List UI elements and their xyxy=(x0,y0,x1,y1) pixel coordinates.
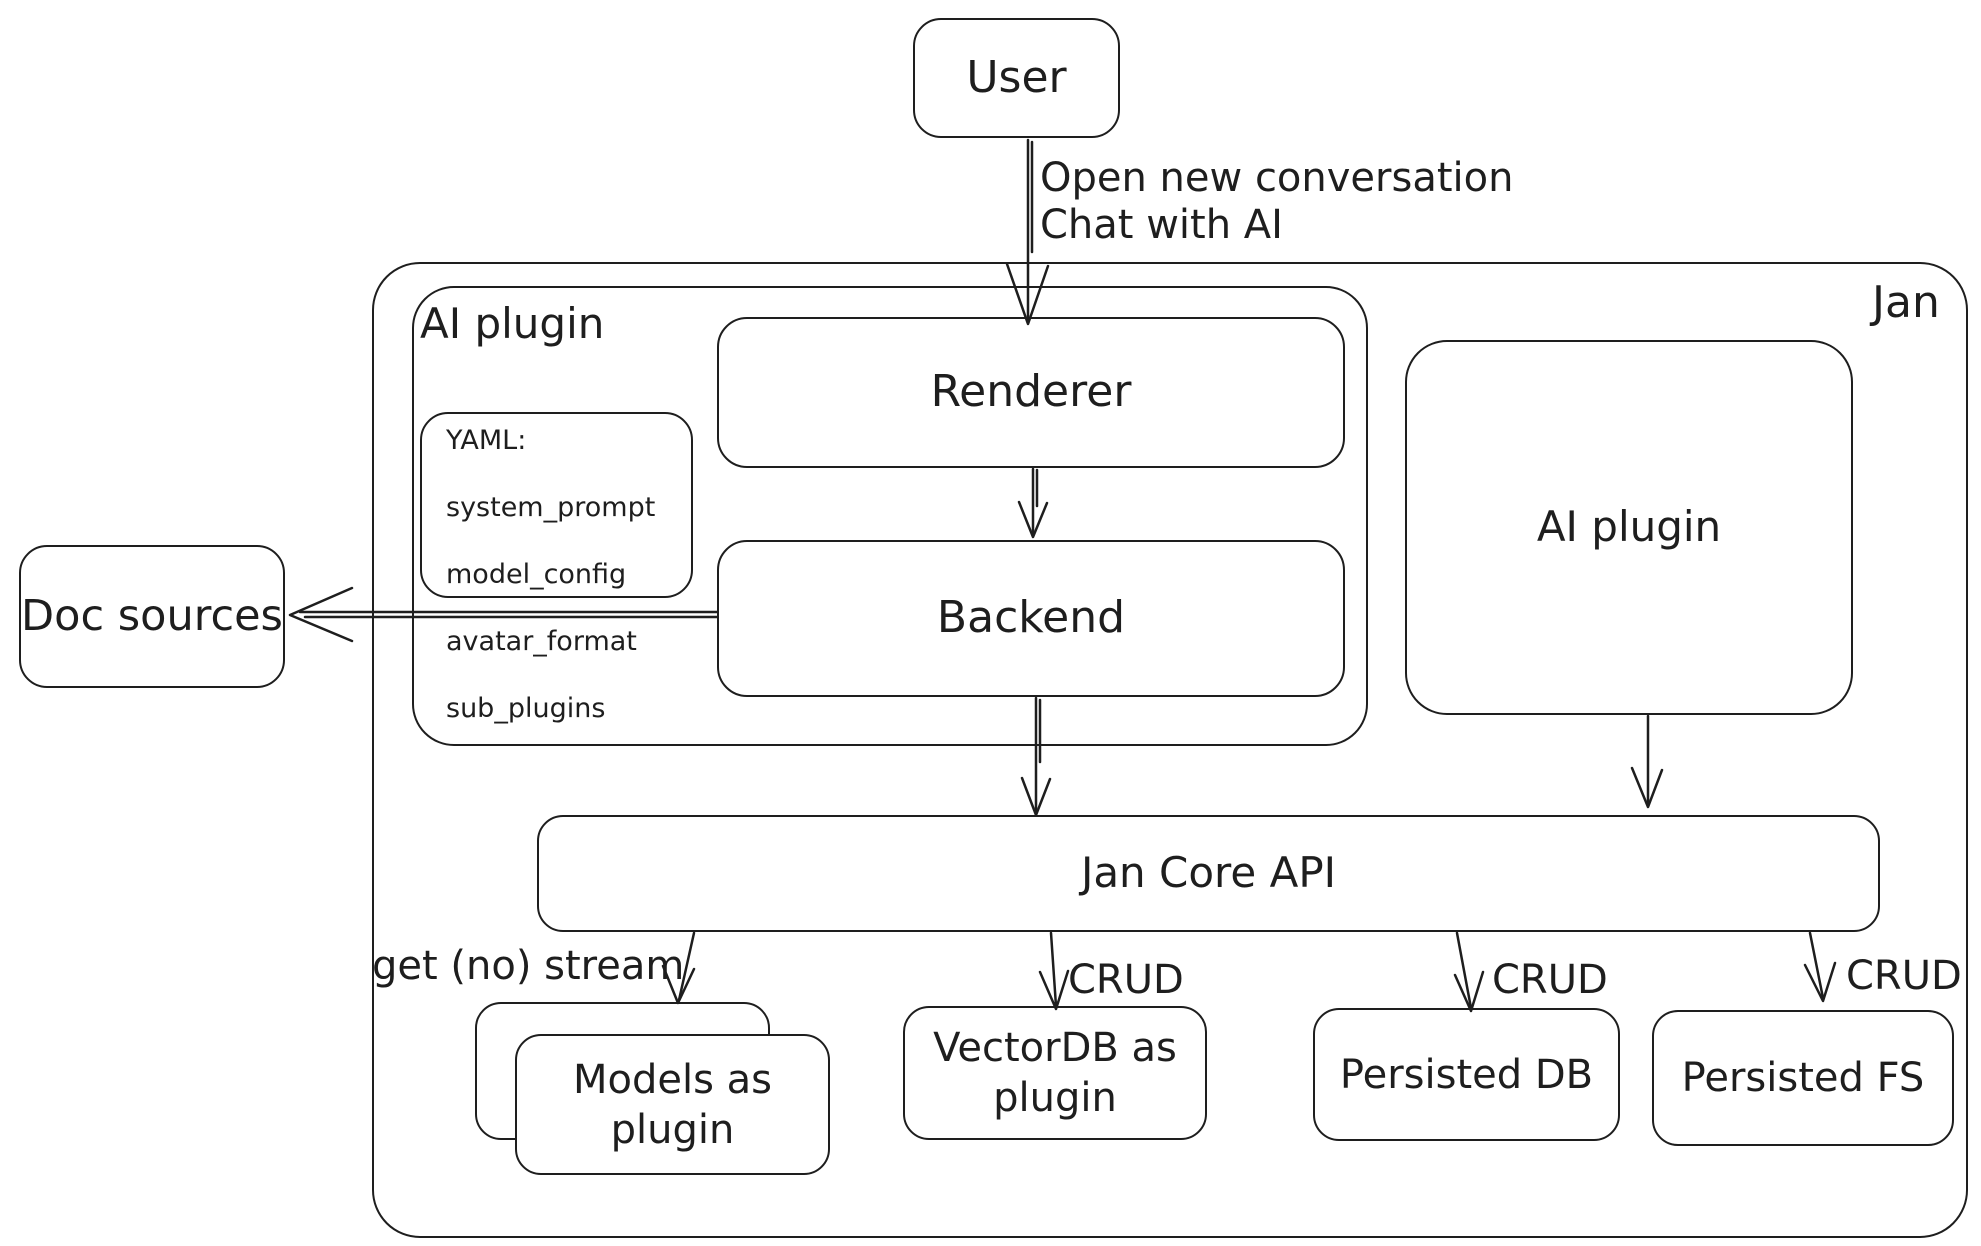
yaml-line: sub_plugins xyxy=(446,692,606,724)
backend-label: Backend xyxy=(936,592,1126,644)
edge-label-crud-persisted-fs: CRUD xyxy=(1846,953,1962,999)
jan-container-label: Jan xyxy=(1872,277,1940,328)
renderer-node: Renderer xyxy=(717,317,1345,468)
backend-node: Backend xyxy=(717,540,1345,697)
ai-plugin-group-label: AI plugin xyxy=(420,299,605,348)
persisted-fs-node: Persisted FS xyxy=(1652,1010,1954,1146)
yaml-line: system_prompt xyxy=(446,491,656,523)
persisted-db-label: Persisted DB xyxy=(1339,1051,1594,1098)
edge-label-chat-with-ai: Chat with AI xyxy=(1040,202,1283,248)
renderer-label: Renderer xyxy=(930,366,1132,418)
edge-label-crud-persisted-db: CRUD xyxy=(1492,957,1608,1003)
persisted-fs-label: Persisted FS xyxy=(1681,1055,1925,1101)
user-node: User xyxy=(913,18,1120,138)
edge-label-crud-vectordb: CRUD xyxy=(1068,957,1184,1003)
doc-sources-node: Doc sources xyxy=(19,545,285,688)
jan-core-api-label: Jan Core API xyxy=(1080,848,1337,898)
yaml-line: model_config xyxy=(446,558,627,590)
doc-sources-label: Doc sources xyxy=(21,590,283,641)
yaml-note-box xyxy=(420,412,693,598)
user-label: User xyxy=(966,51,1067,103)
ai-plugin-right-node: AI plugin xyxy=(1405,340,1853,715)
jan-core-api-node: Jan Core API xyxy=(537,815,1880,932)
yaml-line: avatar_format xyxy=(446,625,637,657)
yaml-line: YAML: xyxy=(446,425,527,456)
edge-label-open-new-conversation: Open new conversation xyxy=(1040,155,1514,201)
persisted-db-node: Persisted DB xyxy=(1313,1008,1620,1141)
yaml-note-text: YAML: system_prompt model_config avatar_… xyxy=(446,424,655,725)
ai-plugin-right-label: AI plugin xyxy=(1536,502,1722,552)
edge-label-get-no-stream: get (no) stream xyxy=(372,943,685,989)
